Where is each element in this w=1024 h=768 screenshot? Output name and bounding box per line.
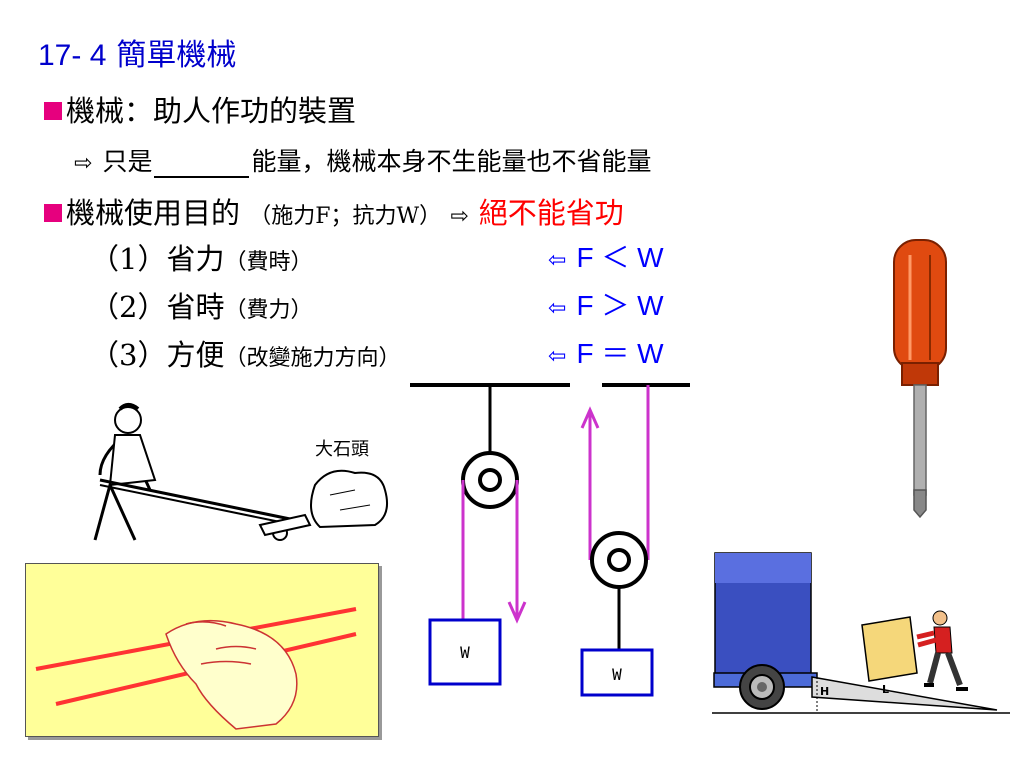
chopsticks-panel [25, 563, 379, 737]
ramp-l-label: L [882, 683, 889, 696]
definition-text: 機械：助人作功的裝置 [66, 94, 357, 128]
energy-note-prefix: 只是 [102, 147, 153, 176]
chopsticks-illustration [35, 607, 357, 730]
use-row: （1）省力（費時） [90, 236, 312, 278]
purpose-text: 機械使用目的 [66, 196, 241, 230]
use-name: 方便 [166, 338, 225, 372]
left-arrow-icon: ⇦ [548, 248, 567, 273]
right-arrow-icon: ⇨ [450, 204, 469, 229]
purpose-line: 機械使用目的 （施力F；抗力W） ⇨ 絕不能省功 [44, 190, 624, 232]
use-num: （2） [90, 290, 167, 324]
weight-label: W [460, 643, 470, 662]
definition-line: 機械：助人作功的裝置 [44, 88, 356, 130]
use-note: （費力） [224, 298, 313, 323]
left-arrow-icon: ⇦ [548, 296, 567, 321]
purpose-conclusion: 絕不能省功 [478, 196, 624, 230]
slide-title: 17- 4 簡單機械 [38, 30, 236, 74]
use-row: （2）省時（費力） [90, 284, 312, 326]
use-row: （3）方便（改變施力方向） [90, 332, 400, 374]
left-arrow-icon: ⇦ [548, 344, 567, 369]
use-relation: ⇦ F ＜ W [548, 236, 664, 276]
energy-note-line: ⇨ 只是 能量，機械本身不生能量也不省能量 [74, 142, 651, 178]
square-bullet-icon [44, 102, 62, 120]
use-relation: ⇦ F ＞ W [548, 284, 664, 324]
use-name: 省時 [166, 290, 225, 324]
use-num: （1） [90, 242, 167, 276]
pulley-illustration: W W [410, 383, 690, 697]
use-num: （3） [90, 338, 167, 372]
energy-note-suffix: 能量，機械本身不生能量也不省能量 [251, 147, 652, 176]
use-note: （改變施力方向） [224, 346, 401, 371]
ramp-illustration: H L [712, 552, 1010, 714]
relation-text: F ＝ W [576, 338, 664, 369]
relation-text: F ＞ W [576, 290, 664, 321]
weight-label: W [612, 665, 622, 684]
use-note: （費時） [224, 250, 313, 275]
square-bullet-icon [44, 204, 62, 222]
relation-text: F ＜ W [576, 242, 664, 273]
use-relation: ⇦ F ＝ W [548, 332, 664, 372]
title-number: 17- 4 [38, 39, 107, 72]
right-arrow-icon: ⇨ [74, 151, 93, 176]
title-text: 簡單機械 [116, 38, 237, 73]
use-name: 省力 [166, 242, 225, 276]
screwdriver-icon [893, 239, 947, 519]
purpose-paren: （施力F；抗力W） [249, 204, 442, 229]
rock-label: 大石頭 [315, 439, 369, 460]
fill-in-blank [154, 154, 250, 178]
ramp-h-label: H [820, 685, 829, 698]
lever-illustration: 大石頭 [93, 403, 388, 541]
